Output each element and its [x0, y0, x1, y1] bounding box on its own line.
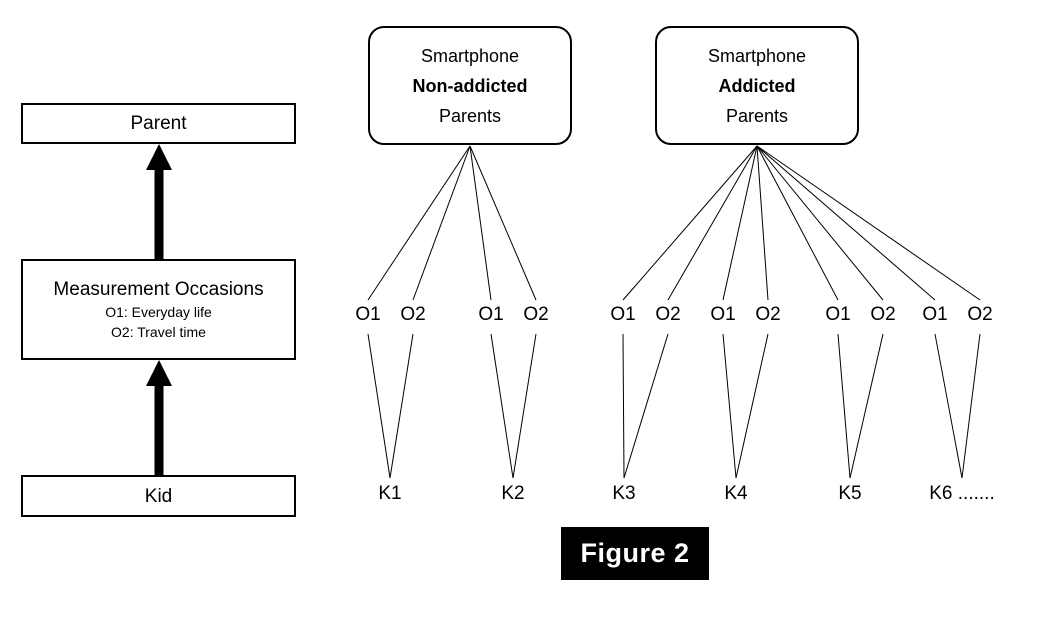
occasion-label-3: O1	[478, 304, 504, 325]
box-measurement-occasions: Measurement Occasions O1: Everyday life …	[21, 259, 296, 360]
fan-addicted-line-9	[756, 145, 839, 301]
arrow-measurement-to-parent-head	[146, 144, 172, 170]
v-connector-5-left	[837, 333, 851, 479]
group-non-addicted-line-2: Non-addicted	[412, 75, 528, 96]
box-measurement-occasions-sub-2: O2: Travel time	[111, 324, 206, 340]
occasion-label-12: O2	[967, 304, 993, 325]
group-addicted-line-2: Addicted	[718, 75, 796, 96]
kid-label-6: K6 .......	[929, 483, 995, 504]
v-connector-3-left	[622, 333, 625, 479]
fan-non-addicted-line-1	[367, 145, 471, 301]
occasion-label-5: O1	[610, 304, 636, 325]
kid-label-4: K4	[724, 483, 748, 504]
fan-non-addicted-line-3	[469, 145, 492, 301]
fan-addicted-line-8	[756, 145, 769, 301]
kid-label-1: K1	[378, 483, 402, 504]
occasion-label-8: O2	[755, 304, 781, 325]
box-kid-title: Kid	[144, 485, 173, 507]
group-box-non-addicted-parents: Smartphone Non-addicted Parents	[368, 26, 572, 145]
fan-addicted-line-7	[722, 145, 758, 301]
v-connector-5-right	[849, 333, 884, 479]
fan-addicted-line-6	[667, 145, 758, 301]
occasion-label-11: O1	[922, 304, 948, 325]
v-connector-1-left	[367, 333, 391, 479]
group-non-addicted-line-3: Parents	[438, 105, 502, 126]
group-box-addicted-parents: Smartphone Addicted Parents	[655, 26, 859, 145]
v-connector-2-left	[490, 333, 514, 479]
group-addicted-line-1: Smartphone	[707, 45, 807, 66]
v-connector-6-left	[934, 333, 963, 479]
occasion-label-2: O2	[400, 304, 426, 325]
occasion-label-4: O2	[523, 304, 549, 325]
v-connector-4-right	[735, 333, 769, 479]
v-connector-4-left	[722, 333, 737, 479]
figure-caption: Figure 2	[561, 527, 709, 580]
occasion-label-6: O2	[655, 304, 681, 325]
group-non-addicted-line-1: Smartphone	[420, 45, 520, 66]
box-parent-title: Parent	[130, 113, 187, 134]
fan-non-addicted-line-2	[412, 145, 471, 301]
box-kid: Kid	[21, 475, 296, 517]
box-measurement-occasions-sub-1: O1: Everyday life	[105, 304, 212, 320]
box-parent: Parent	[21, 103, 296, 144]
v-connector-1-right	[389, 333, 414, 479]
occasion-label-9: O1	[825, 304, 851, 325]
arrow-kid-to-measurement-head	[146, 360, 172, 386]
occasion-label-10: O2	[870, 304, 896, 325]
v-connector-3-right	[623, 333, 669, 479]
kid-label-5: K5	[838, 483, 862, 504]
box-measurement-occasions-title: Measurement Occasions	[53, 279, 264, 300]
occasion-label-7: O1	[710, 304, 736, 325]
kid-label-3: K3	[612, 483, 636, 504]
fan-addicted-line-11	[756, 145, 936, 301]
fan-addicted-line-10	[756, 145, 884, 301]
fan-addicted-line-12	[756, 145, 981, 301]
occasion-label-1: O1	[355, 304, 381, 325]
fan-addicted-line-5	[622, 145, 758, 301]
group-addicted-line-3: Parents	[725, 105, 789, 126]
fan-non-addicted-line-4	[469, 145, 537, 301]
v-connector-2-right	[512, 333, 537, 479]
kid-label-2: K2	[501, 483, 525, 504]
v-connector-6-right	[961, 333, 981, 479]
